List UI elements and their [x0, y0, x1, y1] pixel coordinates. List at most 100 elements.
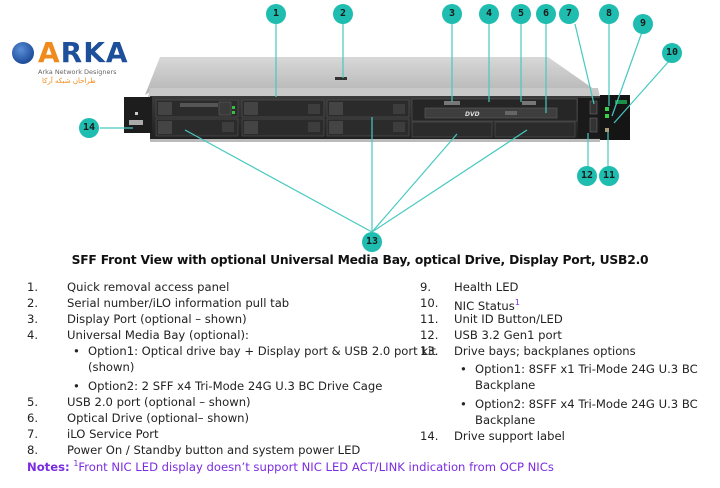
item-number: 9. — [420, 280, 432, 294]
item-text: Power On / Standby button and system pow… — [67, 443, 361, 457]
item-number: 13. — [420, 344, 439, 358]
callout-4: 4 — [479, 4, 499, 24]
bullet-icon: • — [73, 379, 80, 393]
item-number: 6. — [27, 411, 39, 425]
item-text: iLO Service Port — [67, 427, 159, 441]
item-text: USB 2.0 port (optional – shown) — [67, 395, 251, 409]
callout-1: 1 — [266, 4, 286, 24]
server-front-view-diagram: DVD — [100, 23, 671, 233]
sub-list-item-cont: (shown) — [27, 359, 417, 375]
sub-list-item: • Option1: 8SFF x1 Tri-Mode 24G U.3 BC — [420, 361, 720, 377]
callout-3: 3 — [442, 4, 462, 24]
uid-button — [605, 128, 609, 132]
display-port — [444, 101, 460, 105]
server-top-front-strip — [148, 88, 600, 97]
item-text: Optical Drive (optional– shown) — [67, 411, 250, 425]
callout-12: 12 — [577, 166, 597, 186]
health-led — [605, 114, 609, 118]
power-led — [605, 107, 609, 111]
list-item: 3. Display Port (optional – shown) — [27, 311, 417, 327]
bullet-icon: • — [460, 397, 467, 411]
component-list-right: 9. Health LED 10. NIC Status1 11. Unit ID B… — [420, 279, 720, 444]
component-list-left: 1. Quick removal access panel 2. Serial nu… — [27, 279, 436, 458]
callout-8: 8 — [599, 4, 619, 24]
logo-tagline-fa: طراحان شبکه آرکا — [42, 77, 96, 85]
list-item: 11. Unit ID Button/LED — [420, 311, 720, 327]
item-text: Display Port (optional – shown) — [67, 312, 247, 326]
footnote: Notes: 1Front NIC LED display doesn’t su… — [27, 459, 554, 474]
notes-label: Notes: — [27, 459, 70, 474]
logo-tagline: Arka Network Designers — [38, 68, 117, 76]
sub-list-item-cont: Backplane — [420, 377, 720, 393]
list-item: 12.USB 3.2 Gen1 port — [420, 327, 720, 343]
item-number: 8. — [27, 443, 39, 457]
sub-list-item: • Option1: Optical drive bay + Display po… — [27, 343, 436, 359]
drive-bays-group-1 — [155, 99, 239, 137]
figure-caption: SFF Front View with optional Universal M… — [71, 253, 649, 267]
drive-bays-group-2 — [241, 99, 410, 137]
server-bottom-rail — [150, 139, 600, 142]
item-text: Drive bays; backplanes options — [454, 344, 636, 358]
footnote-marker: 1 — [514, 298, 520, 307]
callout-2: 2 — [333, 4, 353, 24]
serial-pull-tab — [335, 77, 347, 80]
item-number: 12. — [420, 328, 439, 342]
bullet-icon: • — [73, 344, 80, 358]
item-number: 14. — [420, 429, 439, 443]
item-text: Option2: 8SFF x4 Tri-Mode 24G U.3 BC — [475, 397, 698, 411]
sub-list-item-cont: Backplane — [420, 412, 720, 428]
list-item: 6. Optical Drive (optional– shown) — [27, 410, 417, 426]
item-text: Serial number/iLO information pull tab — [67, 296, 290, 310]
item-number: 10. — [420, 296, 439, 310]
list-item: 8. Power On / Standby button and system p… — [27, 442, 417, 458]
universal-media-bay: DVD — [411, 98, 578, 138]
drive-support-label — [129, 120, 143, 125]
item-text: Backplane — [475, 378, 536, 392]
callout-10: 10 — [662, 43, 682, 63]
item-text: Health LED — [454, 280, 519, 294]
list-item: 13. Drive bays; backplanes options — [420, 343, 720, 359]
sub-list-item: • Option2: 2 SFF x4 Tri-Mode 24G U.3 BC D… — [27, 378, 417, 394]
item-text: Backplane — [475, 413, 536, 427]
callout-9: 9 — [633, 14, 653, 34]
globe-icon — [12, 42, 34, 64]
callout-5: 5 — [511, 4, 531, 24]
item-text: Universal Media Bay (optional): — [67, 328, 249, 342]
usb3-port — [589, 117, 598, 133]
sub-list-item: • Option2: 8SFF x4 Tri-Mode 24G U.3 BC — [420, 396, 720, 412]
optical-drive — [424, 107, 558, 119]
item-number: 2. — [27, 296, 39, 310]
list-item: 2. Serial number/iLO information pull tab — [27, 295, 417, 311]
callout-6: 6 — [536, 4, 556, 24]
callout-14: 14 — [79, 118, 99, 138]
server-top-cover — [145, 57, 598, 95]
bullet-icon: • — [460, 362, 467, 376]
item-number: 4. — [27, 328, 39, 342]
item-text: Option1: 8SFF x1 Tri-Mode 24G U.3 BC — [475, 362, 698, 376]
item-number: 5. — [27, 395, 39, 409]
item-text: Option2: 2 SFF x4 Tri-Mode 24G U.3 BC Dr… — [88, 379, 383, 393]
right-control-panel — [578, 95, 630, 140]
item-number: 11. — [420, 312, 439, 326]
list-item: 5. USB 2.0 port (optional – shown) — [27, 394, 417, 410]
callout-7: 7 — [559, 4, 579, 24]
callout-11: 11 — [599, 166, 619, 186]
list-item: 9. Health LED — [420, 279, 720, 295]
item-number: 1. — [27, 280, 39, 294]
item-number: 7. — [27, 427, 39, 441]
item-text: Option1: Optical drive bay + Display por… — [88, 344, 436, 358]
item-number: 3. — [27, 312, 39, 326]
item-text: (shown) — [88, 360, 135, 374]
list-item: 10. NIC Status1 — [420, 295, 720, 313]
footnote-marker: 1 — [73, 459, 79, 468]
usb2-port — [522, 101, 536, 105]
list-item: 4. Universal Media Bay (optional): — [27, 327, 417, 343]
logo-brand: ARKA — [38, 36, 129, 69]
item-text: Drive support label — [454, 429, 565, 443]
list-item: 7. iLO Service Port — [27, 426, 417, 442]
item-text: Quick removal access panel — [67, 280, 230, 294]
dvd-logo: DVD — [465, 111, 480, 118]
item-text: NIC Status — [454, 298, 515, 313]
item-text: Unit ID Button/LED — [454, 312, 563, 326]
notes-text: Front NIC LED display doesn’t support NI… — [78, 459, 554, 474]
